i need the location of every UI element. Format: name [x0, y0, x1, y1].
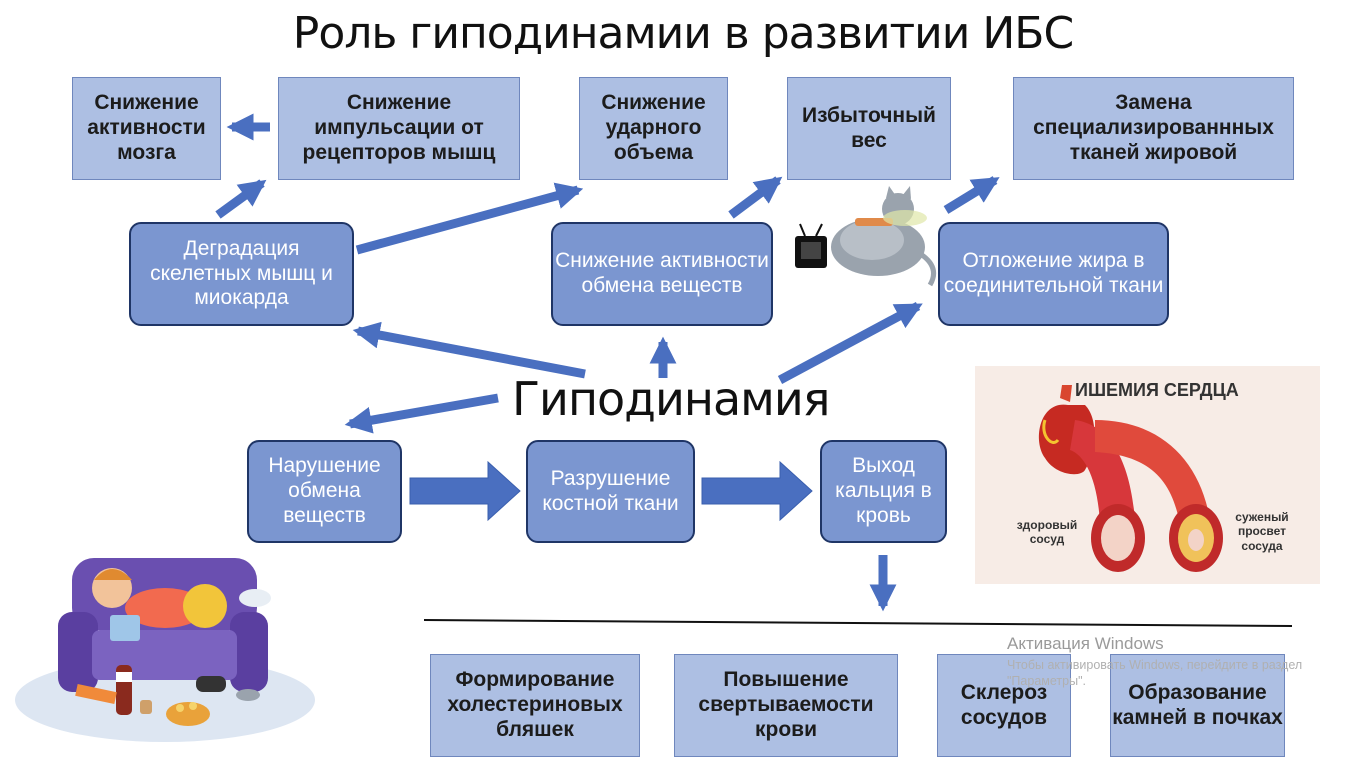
arrow-degradation-to-stroke-volume: [355, 182, 584, 255]
diagram-title: Роль гиподинамии в развитии ИБС: [292, 8, 1074, 59]
box-blood-coagulation: Повышение свертываемости крови: [674, 654, 898, 757]
arrow-fat-to-replacement: [943, 176, 1000, 214]
cat-icon: [831, 186, 937, 287]
box-cholesterol-plaques: Формирование холестериновых бляшек: [430, 654, 640, 757]
box-calcium-release: Выход кальция в кровь: [820, 440, 947, 543]
vessels-icon: [1070, 420, 1223, 572]
box-metabolism-decrease: Снижение активности обмена веществ: [551, 222, 773, 326]
arrow-degradation-to-impulses: [215, 179, 267, 219]
healthy-vessel-label: здоровый сосуд: [1016, 518, 1078, 547]
box-fat-replacement: Замена специализированнных тканей жирово…: [1013, 77, 1294, 180]
separator-line: [423, 619, 1293, 627]
ischemia-panel: [975, 366, 1320, 584]
box-bone-destruction: Разрушение костной ткани: [526, 440, 695, 543]
box-receptor-impulses: Снижение импульсации от рецепторов мышц: [278, 77, 520, 180]
boy-icon: [92, 568, 271, 641]
box-fat-deposition: Отложение жира в соединительной ткани: [938, 222, 1169, 326]
box-muscle-degradation: Деградация скелетных мышц и миокарда: [129, 222, 354, 326]
snacks-icon: [116, 665, 210, 726]
box-brain-activity: Снижение активности мозга: [72, 77, 221, 180]
tv-icon: [795, 223, 827, 268]
activation-watermark-text: Чтобы активировать Windows, перейдите в …: [1007, 658, 1303, 689]
narrowed-vessel-label: суженый просвет сосуда: [1235, 510, 1289, 553]
arrow-hub-to-degradation: [352, 321, 586, 379]
block-arrow-1: [409, 460, 521, 522]
box-vascular-sclerosis: Склероз сосудов: [937, 654, 1071, 757]
activation-watermark-title: Активация Windows: [1007, 634, 1164, 653]
block-arrow-2: [701, 460, 813, 522]
arrow-hub-to-fat: [777, 302, 923, 384]
ischemia-title: ИШЕМИЯ СЕРДЦА: [1075, 380, 1239, 400]
box-excess-weight: Избыточный вес: [787, 77, 951, 180]
arrow-hub-to-disorder: [344, 393, 499, 434]
box-kidney-stones: Образование камней в почках: [1110, 654, 1285, 757]
arrow-metabolism-to-weight: [728, 176, 783, 219]
gamepad-icon: [196, 676, 226, 692]
box-stroke-volume: Снижение ударного объема: [579, 77, 728, 180]
box-metabolic-disorder: Нарушение обмена веществ: [247, 440, 402, 543]
hub-hypodynamia: Гиподинамия: [512, 372, 830, 426]
